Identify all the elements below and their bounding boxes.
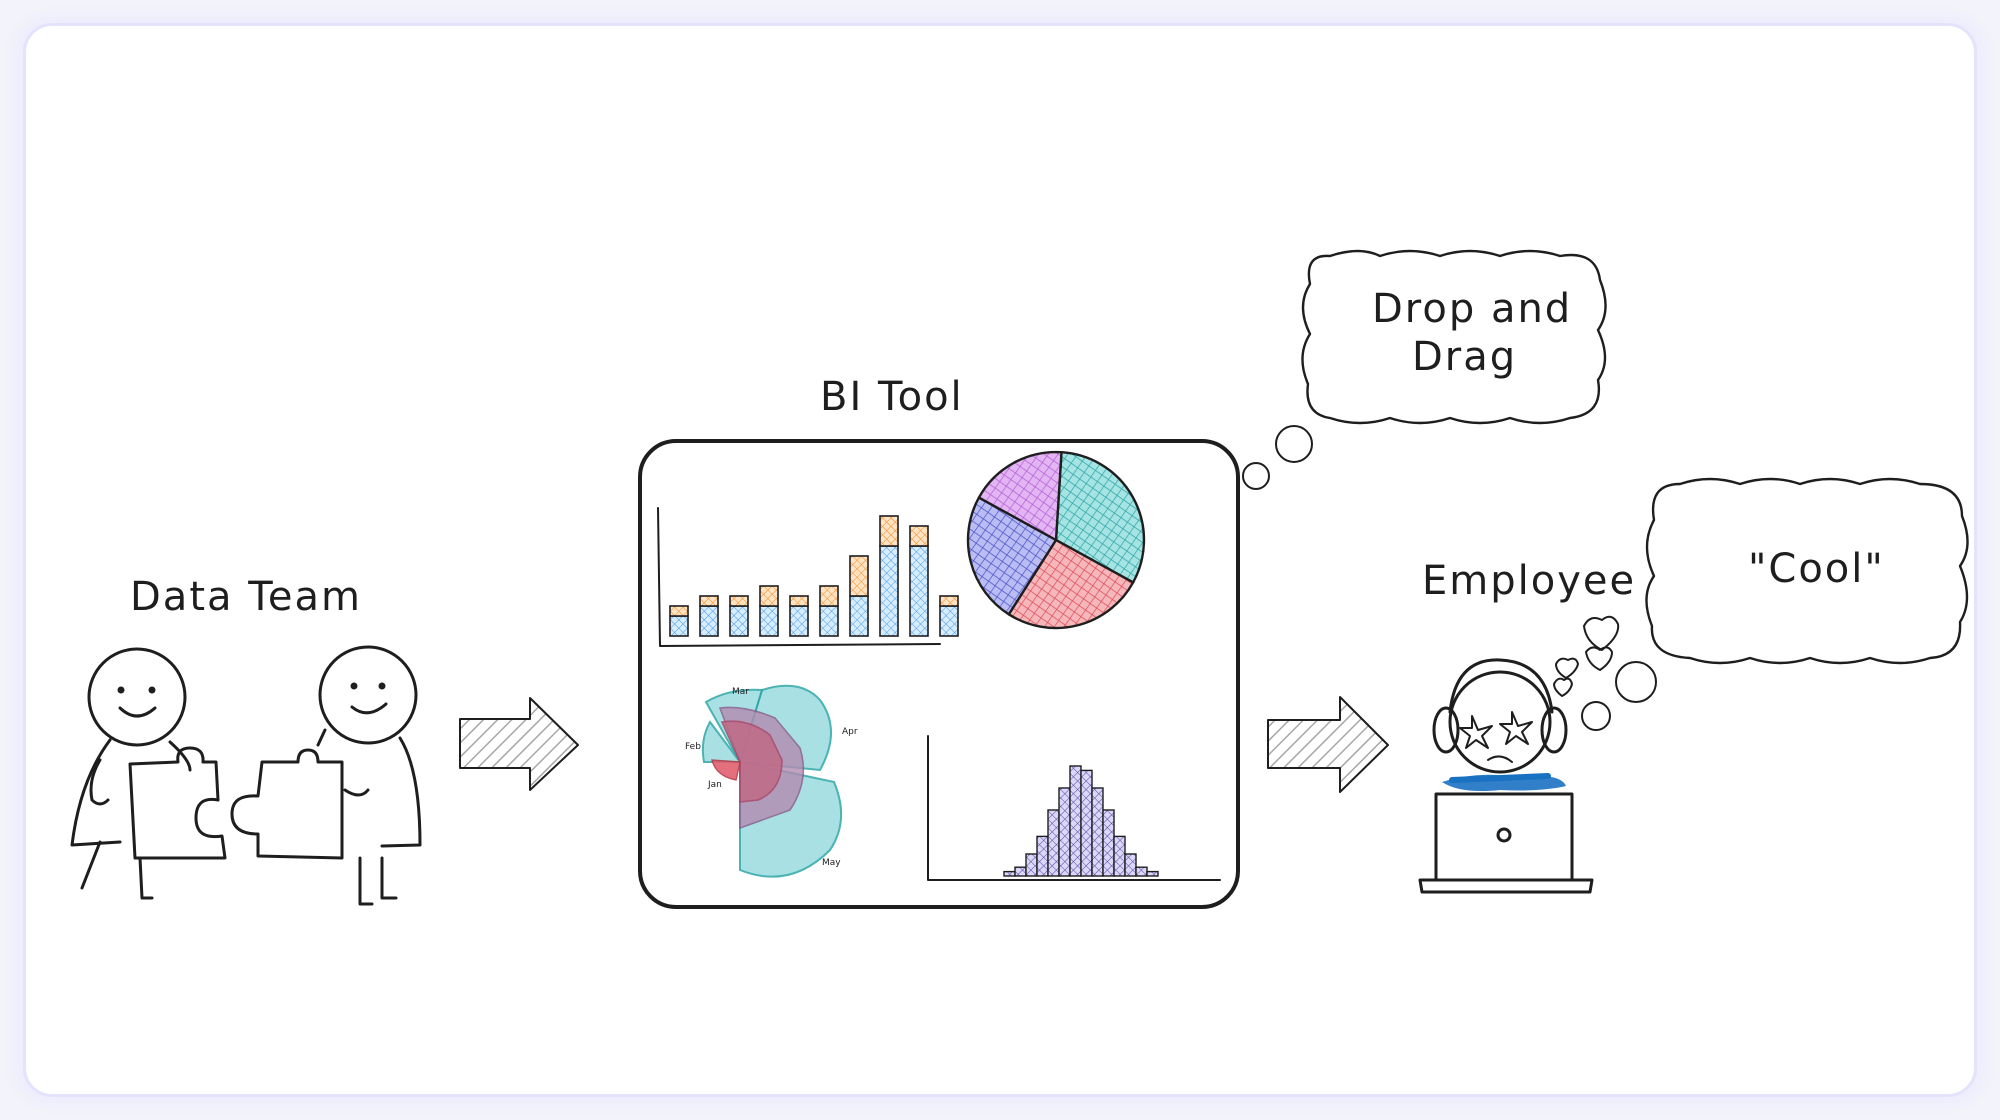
arrow-data-team-to-bi xyxy=(459,697,579,791)
data-team-group: Data Team xyxy=(70,574,422,906)
histogram-bar xyxy=(1146,870,1159,877)
pie-slice xyxy=(966,496,1058,616)
thought-dot-small xyxy=(1242,462,1270,490)
laptop-screen xyxy=(1434,792,1574,882)
stacked-bar-bottom xyxy=(789,605,809,637)
histogram-bar xyxy=(1036,835,1049,877)
stacked-bar-top xyxy=(699,595,719,607)
stacked-bar-chart xyxy=(657,507,959,647)
histogram-bar xyxy=(1003,870,1016,877)
stacked-bar-bottom xyxy=(729,605,749,637)
person-right-figure xyxy=(316,645,422,906)
stacked-bar-top xyxy=(729,595,749,607)
laptop-base xyxy=(1418,878,1594,894)
person-left-head xyxy=(87,647,187,747)
thought-bubble-drag: Drop and Drag xyxy=(1242,249,1607,490)
stacked-bar-bottom xyxy=(699,605,719,637)
thought-drag-line1: Drop and xyxy=(1372,286,1572,332)
employee-group: Employee xyxy=(1418,558,1636,894)
stacked-bar-bottom xyxy=(849,595,869,637)
polar-label-apr: Apr xyxy=(842,727,858,737)
thought-drag-line2: Drag xyxy=(1412,334,1517,380)
pie-chart xyxy=(966,450,1146,630)
headphone-left xyxy=(1432,706,1460,754)
employee-head xyxy=(1432,658,1568,774)
laptop-logo xyxy=(1496,827,1512,843)
thought-cool-text: "Cool" xyxy=(1748,546,1885,592)
polar-label-mar: Mar xyxy=(732,687,749,697)
histogram-bar xyxy=(1014,866,1027,877)
bi-tool-group: BI Tool Mar Feb Jan Apr May xyxy=(638,374,1240,909)
histogram-bar xyxy=(1069,765,1082,877)
stacked-bar-bottom xyxy=(669,615,689,637)
puzzle-piece-left xyxy=(128,746,227,860)
stacked-bar-bottom xyxy=(759,605,779,637)
stacked-bar-bottom xyxy=(939,605,959,637)
headphone-right xyxy=(1540,706,1568,754)
data-team-label: Data Team xyxy=(130,574,362,620)
arrow-bi-to-employee xyxy=(1267,696,1389,793)
polar-label-jan: Jan xyxy=(707,780,722,790)
polar-segment-feb xyxy=(701,720,742,763)
puzzle-piece-right xyxy=(230,748,344,860)
stacked-bar-top xyxy=(849,555,869,597)
histogram-bar xyxy=(1047,809,1060,877)
histogram-bar xyxy=(1102,809,1115,877)
stacked-bar-top xyxy=(759,585,779,607)
polar-area-chart: Mar Feb Jan Apr May xyxy=(685,684,858,878)
polar-label-feb: Feb xyxy=(685,742,701,752)
histogram-bar xyxy=(1113,835,1126,877)
thought-cloud-drag xyxy=(1301,249,1607,425)
hearts-icon xyxy=(1553,615,1620,697)
stacked-bar-bottom xyxy=(909,545,929,637)
stacked-bar-top xyxy=(939,595,959,607)
person-right-head xyxy=(318,645,418,745)
histogram-bar xyxy=(1124,853,1137,877)
stacked-bar-top xyxy=(789,595,809,607)
person-left-figure xyxy=(70,647,192,900)
histogram-chart xyxy=(927,735,1221,881)
histogram-bar xyxy=(1135,866,1148,877)
stacked-bar-axes xyxy=(657,507,941,647)
pie-slice xyxy=(1054,451,1146,584)
thought-dot-large xyxy=(1275,425,1313,463)
stacked-bar-bottom xyxy=(819,605,839,637)
histogram-bar xyxy=(1025,853,1038,877)
stacked-bar-top xyxy=(669,605,689,617)
bi-tool-frame xyxy=(638,439,1240,909)
pie-slice xyxy=(1007,538,1135,630)
histogram-axes xyxy=(927,735,1221,881)
stacked-bar-top xyxy=(909,525,929,547)
pie-slice xyxy=(977,450,1063,542)
thought-cloud-cool xyxy=(1645,477,1969,665)
stacked-bar-top xyxy=(879,515,899,547)
histogram-bar xyxy=(1091,787,1104,877)
employee-label: Employee xyxy=(1422,558,1636,604)
thought-bubble-cool: "Cool" xyxy=(1581,477,1969,731)
thought-dot-cool-small xyxy=(1581,701,1611,731)
histogram-bar xyxy=(1080,769,1093,877)
polar-label-may: May xyxy=(822,858,841,868)
thought-dot-cool-large xyxy=(1615,661,1657,703)
histogram-bar xyxy=(1058,787,1071,877)
stacked-bar-bottom xyxy=(879,545,899,637)
bi-tool-label: BI Tool xyxy=(820,374,964,420)
laptop-icon xyxy=(1418,773,1594,894)
stacked-bar-top xyxy=(819,585,839,607)
